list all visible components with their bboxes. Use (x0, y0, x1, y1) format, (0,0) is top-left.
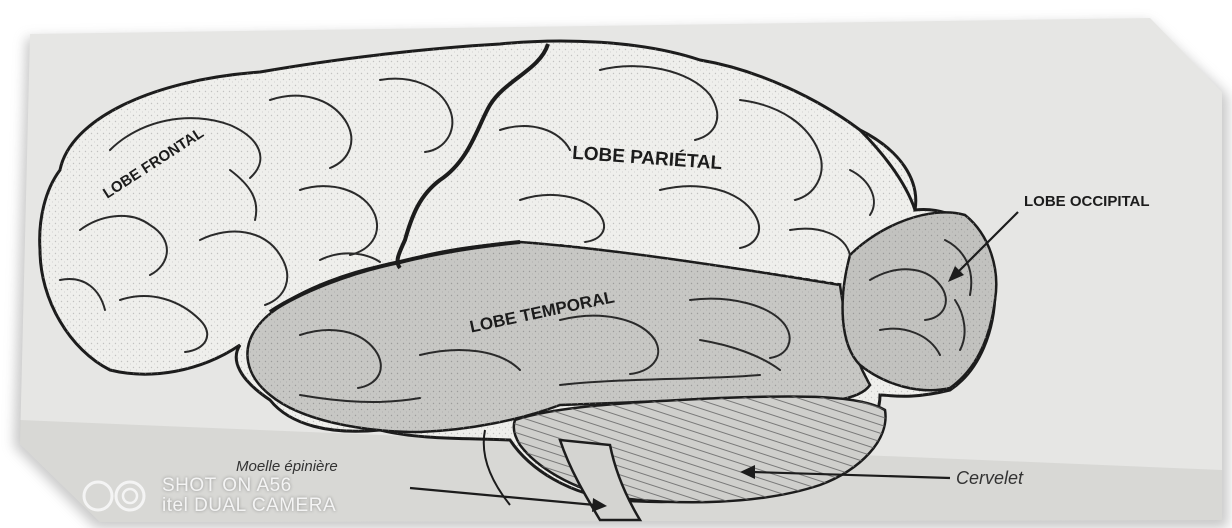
label-cervelet: Cervelet (956, 468, 1023, 489)
label-moelle-epiniere: Moelle épinière (236, 458, 338, 475)
watermark-line-2: itel DUAL CAMERA (162, 496, 336, 516)
watermark-line-1: SHOT ON A56 (162, 476, 336, 496)
camera-lens-icon (80, 476, 154, 516)
label-lobe-occipital: LOBE OCCIPITAL (1024, 193, 1150, 210)
camera-watermark: SHOT ON A56 itel DUAL CAMERA (80, 474, 336, 518)
